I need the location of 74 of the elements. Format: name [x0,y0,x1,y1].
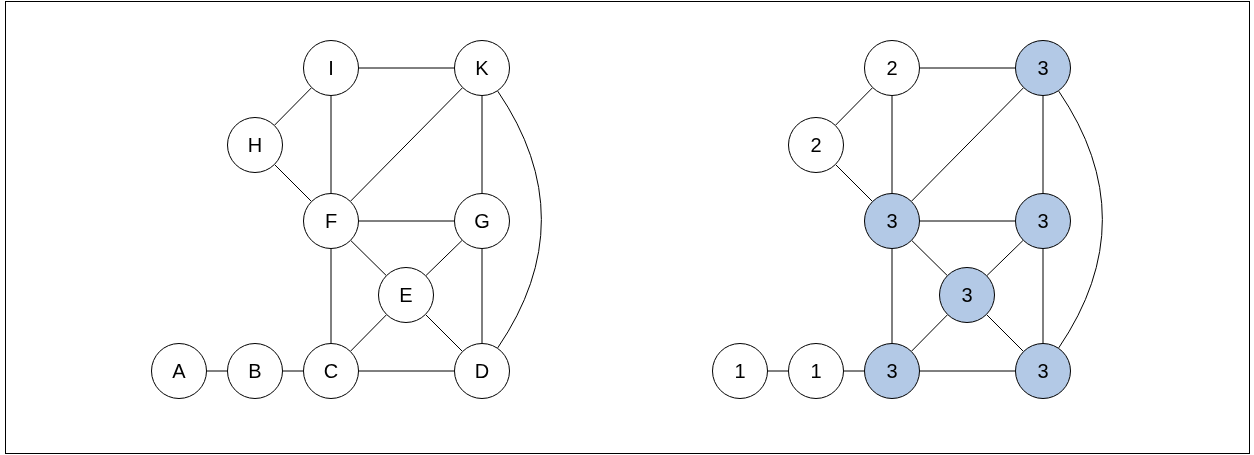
edge-line [1058,90,1103,349]
edge-line [919,370,1016,372]
graph-vertex [788,117,844,173]
vertex-label: G [474,209,490,233]
edge-line [330,248,332,344]
vertex-label: A [172,359,186,383]
graph-vertex [454,343,510,399]
edge-line [358,67,455,69]
vertex-label: 1 [734,359,746,383]
edge-line [767,370,789,372]
edge-line [1042,248,1044,344]
vertex-label: 2 [810,133,822,157]
graph-vertex [454,40,510,96]
edge-line [835,164,873,202]
graph-vertex [712,343,768,399]
vertex-label: C [323,359,339,383]
vertex-label: 3 [1037,209,1049,233]
edge-line [911,87,1024,202]
edge-line [843,370,865,372]
edge-line [274,87,312,126]
edge-line [497,90,542,349]
edge-line [350,87,463,202]
edge-line [835,87,873,126]
vertex-label: D [474,359,490,383]
vertex-label: 3 [1037,359,1049,383]
edge-line [919,67,1016,69]
edge-line [350,240,387,276]
graph-vertex [864,40,920,96]
graph-vertex [378,267,434,323]
edge-line [206,370,228,372]
vertex-label: I [328,56,334,80]
edge-line [911,314,948,352]
vertex-label: E [399,283,413,307]
vertex-label: 3 [1037,56,1049,80]
vertex-label: 1 [810,359,822,383]
edge-line [481,95,483,194]
edge-line [891,95,893,194]
graph-vertex [1015,40,1071,96]
graph-vertex [454,193,510,249]
edge-line [274,164,312,202]
graph-vertex [303,343,359,399]
vertex-label: 3 [886,209,898,233]
edge-line [425,240,463,276]
edge-line [1042,95,1044,194]
edge-line [911,240,948,276]
vertex-label: K [475,56,489,80]
graph-vertex [939,267,995,323]
graph-vertex [303,40,359,96]
vertex-label: 2 [886,56,898,80]
graph-vertex [227,343,283,399]
vertex-label: 3 [886,359,898,383]
edge-line [358,220,455,222]
edge-line [358,370,455,372]
vertex-label: B [248,359,262,383]
edge-line [330,95,332,194]
graph-vertex [864,193,920,249]
edge-line [481,248,483,344]
graph-vertex [151,343,207,399]
edge-line [986,240,1024,276]
graph-vertex [227,117,283,173]
edge-line [986,314,1024,352]
edge-line [891,248,893,344]
edge-line [350,314,387,352]
graph-vertex [303,193,359,249]
edge-line [425,314,463,352]
graph-vertex [1015,193,1071,249]
graph-vertex [1015,343,1071,399]
edge-line [919,220,1016,222]
vertex-label: 3 [961,283,973,307]
vertex-label: H [247,133,263,157]
vertex-label: F [324,209,338,233]
edge-line [282,370,304,372]
graph-vertex [788,343,844,399]
graph-vertex [864,343,920,399]
